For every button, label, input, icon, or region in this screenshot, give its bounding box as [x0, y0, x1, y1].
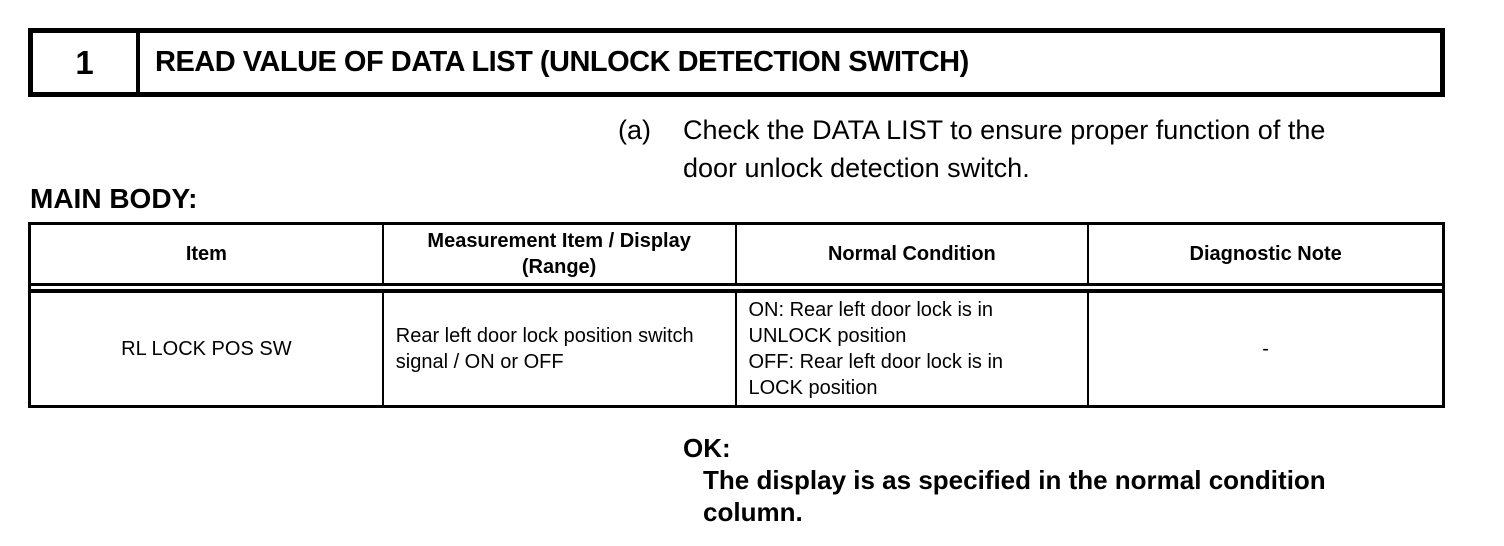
table-cell-diagnostic-note: -	[1262, 337, 1269, 360]
data-list-table: Item Measurement Item / Display (Range) …	[28, 222, 1445, 408]
step-number: 1	[33, 33, 140, 92]
instruction-paragraph: (a) Check the DATA LIST to ensure proper…	[618, 111, 1443, 187]
result-text: The display is as specified in the norma…	[703, 465, 1326, 527]
table-row: RL LOCK POS SW Rear left door lock posit…	[31, 289, 1442, 405]
section-label-main-body: MAIN BODY:	[30, 183, 198, 214]
result-block: OK: The display is as specified in the n…	[683, 432, 1326, 528]
table-header-diagnostic-note: Diagnostic Note	[1189, 243, 1342, 265]
step-header-box: 1 READ VALUE OF DATA LIST (UNLOCK DETECT…	[28, 28, 1445, 97]
table-header-row: Item Measurement Item / Display (Range) …	[31, 225, 1442, 286]
table-cell-measurement: Rear left door lock position switch sign…	[384, 293, 737, 405]
table-header-separator	[31, 286, 1442, 289]
table-header-measurement: Measurement Item / Display (Range)	[384, 225, 737, 283]
table-cell-normal-condition: ON: Rear left door lock is in UNLOCK pos…	[737, 293, 1090, 405]
table-header-normal-condition: Normal Condition	[737, 225, 1090, 283]
result-label: OK:	[683, 433, 731, 463]
instruction-item-label: (a)	[618, 115, 651, 145]
step-title: READ VALUE OF DATA LIST (UNLOCK DETECTIO…	[155, 46, 969, 78]
table-cell-item: RL LOCK POS SW	[31, 293, 384, 405]
instruction-text: Check the DATA LIST to ensure proper fun…	[683, 115, 1326, 183]
table-header-item: Item	[31, 225, 384, 283]
